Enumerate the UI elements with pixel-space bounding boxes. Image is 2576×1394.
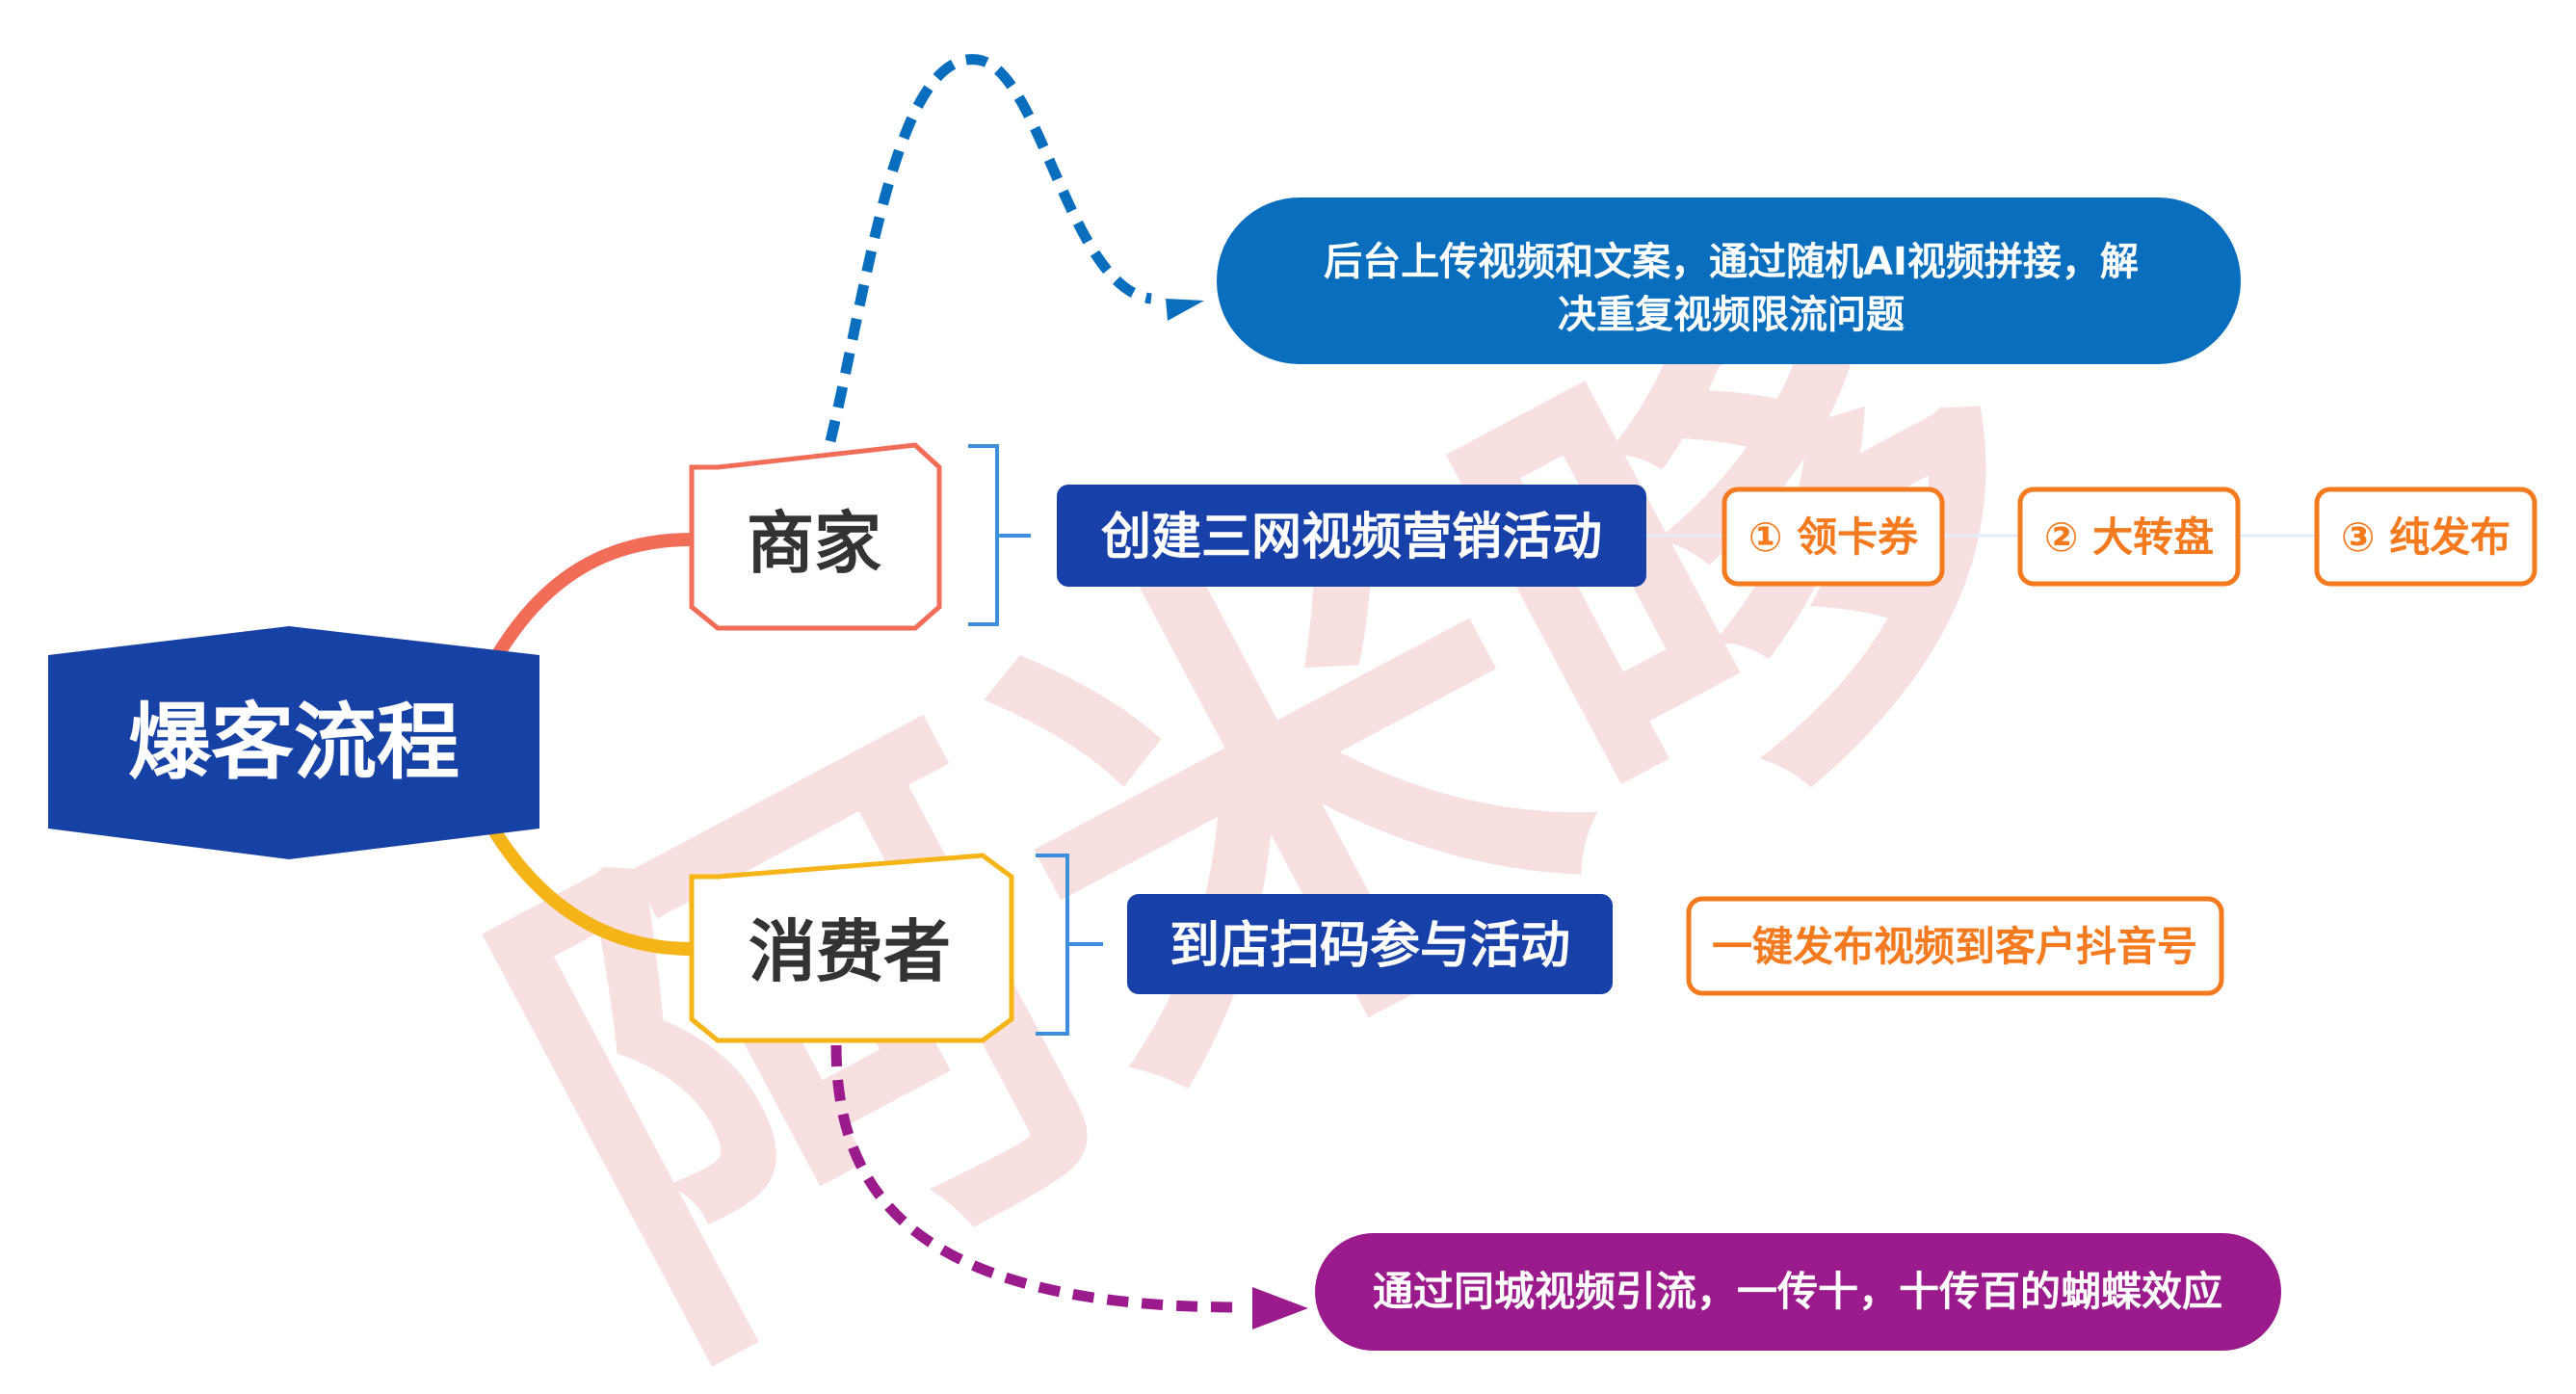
consumer-node[interactable] [689,853,1014,1043]
root-to-consumer-connector [475,802,698,956]
consumer-note-arrowhead [1252,1287,1308,1329]
consumer-bracket [1036,854,1103,1036]
merchant-note-dashed-arrow [825,54,1153,443]
option-box-publish[interactable] [2314,487,2537,587]
consumer-note-dashed-arrow [830,1044,1234,1313]
merchant-bracket [968,444,1031,626]
merchant-note[interactable] [1217,197,2241,364]
merchant-note-line-1: 后台上传视频和文案，通过随机AI视频拼接，解 [1324,240,2139,284]
option-label-wheel: ② 大转盘 [2044,513,2214,561]
root-node[interactable] [48,626,539,859]
option-box-wheel[interactable] [2017,487,2241,587]
consumer-note-label: 通过同城视频引流，一传十，十传百的蝴蝶效应 [1373,1268,2222,1315]
merchant-activity-box[interactable] [1057,485,1646,587]
merchant-label: 商家 [747,504,881,583]
merchant-note-line-2: 决重复视频限流问题 [1558,293,1905,337]
consumer-result-label: 一键发布视频到客户抖音号 [1712,923,2197,970]
merchant-note-arrowhead [1166,299,1204,321]
merchant-activity-label: 创建三网视频营销活动 [1100,509,1602,566]
consumer-label: 消费者 [749,912,951,991]
root-label: 爆客流程 [128,695,460,791]
consumer-activity-box[interactable] [1127,894,1613,994]
option-box-coupon[interactable] [1722,487,1945,587]
consumer-result-box[interactable] [1686,896,2224,996]
option-label-publish: ③ 纯发布 [2341,513,2510,561]
consumer-activity-label: 到店扫码参与活动 [1170,917,1570,975]
merchant-node[interactable] [689,442,942,631]
option-label-coupon: ① 领卡券 [1748,513,1919,561]
consumer-note[interactable] [1315,1233,2281,1351]
root-to-merchant-connector [475,533,698,691]
